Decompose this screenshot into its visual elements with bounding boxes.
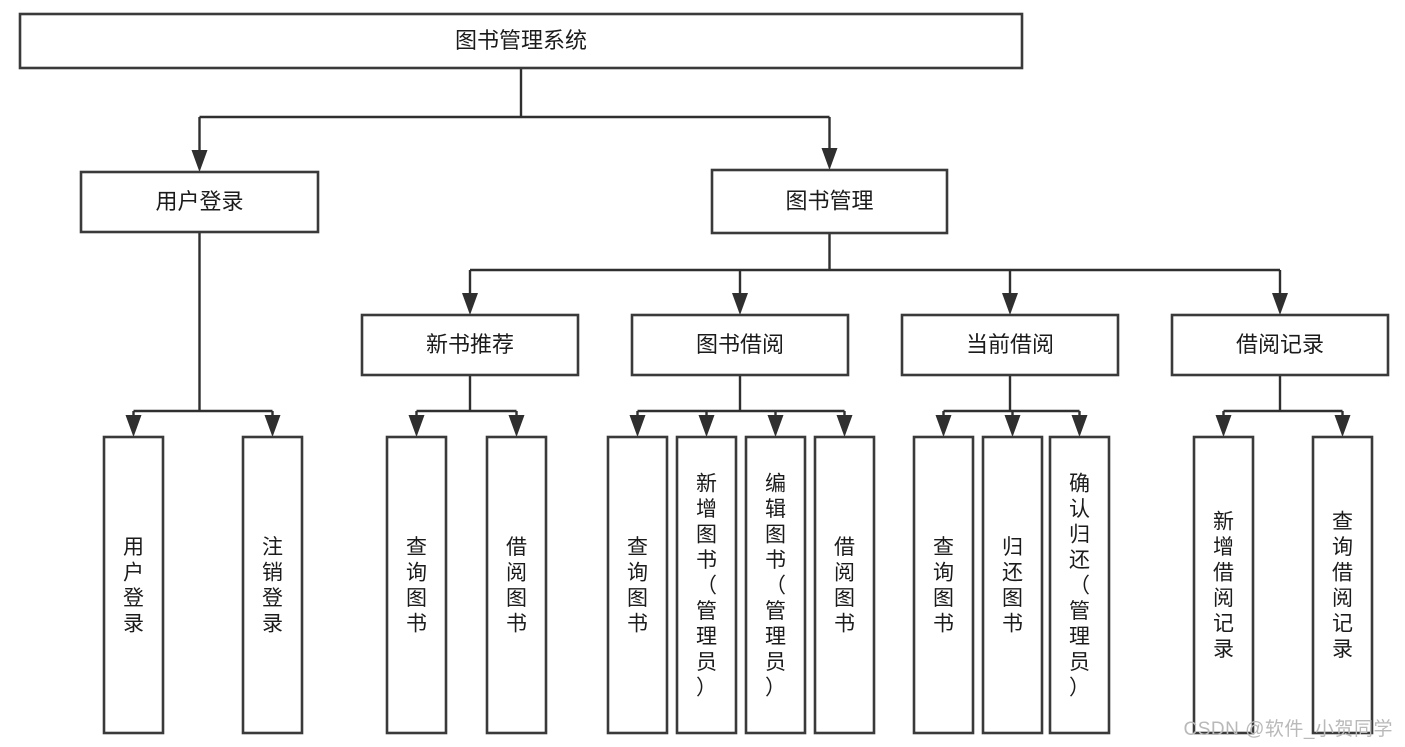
arrow-head-icon	[1272, 293, 1288, 315]
arrow-head-icon	[191, 150, 208, 172]
node-leaf-add-book-box[interactable]	[675, 435, 738, 735]
node-leaf-confirm-return-label: 确认归还（管理员）	[1069, 472, 1090, 699]
node-root-label: 图书管理系统	[455, 28, 587, 53]
node-leaf-query-book-2-box[interactable]	[606, 435, 669, 735]
arrow-head-icon	[408, 415, 425, 437]
node-leaf-logout-login-label: 注销登录	[262, 536, 283, 636]
arrow-head-icon	[1334, 415, 1351, 437]
node-leaf-add-record-label: 新增借阅记录	[1213, 511, 1234, 662]
node-new-book-recommend-label: 新书推荐	[426, 332, 514, 357]
node-borrow-record-label: 借阅记录	[1236, 332, 1324, 357]
node-leaf-return-book-box[interactable]	[981, 435, 1044, 735]
node-leaf-query-record-label: 查询借阅记录	[1332, 511, 1353, 662]
node-leaf-query-book-3-box[interactable]	[912, 435, 975, 735]
node-book-manage-label: 图书管理	[785, 188, 873, 213]
arrow-head-icon	[1215, 415, 1232, 437]
arrow-head-icon	[767, 415, 784, 437]
node-layer: 图书管理系统用户登录图书管理新书推荐图书借阅当前借阅借阅记录用户登录注销登录查询…	[18, 12, 1390, 735]
node-borrow-record-box[interactable]	[1170, 313, 1390, 377]
arrow-head-icon	[508, 415, 525, 437]
node-book-borrow-box[interactable]	[630, 313, 850, 377]
node-leaf-return-book-label: 归还图书	[1002, 536, 1023, 636]
connector-layer	[125, 68, 1351, 437]
node-root-box[interactable]	[18, 12, 1024, 70]
node-current-borrow-label: 当前借阅	[966, 332, 1054, 357]
node-current-borrow-box[interactable]	[900, 313, 1120, 377]
arrow-head-icon	[462, 293, 478, 315]
node-leaf-borrow-book-2-label: 借阅图书	[834, 536, 855, 636]
node-leaf-logout-login-box[interactable]	[241, 435, 304, 735]
node-new-book-recommend-box[interactable]	[360, 313, 580, 377]
node-leaf-query-book-2-label: 查询图书	[627, 536, 648, 636]
node-leaf-user-login-box[interactable]	[102, 435, 165, 735]
node-leaf-add-record-box[interactable]	[1192, 435, 1255, 735]
node-leaf-borrow-book-1-label: 借阅图书	[506, 536, 527, 636]
arrow-head-icon	[1002, 293, 1018, 315]
arrow-head-icon	[125, 415, 142, 437]
node-leaf-query-book-3-label: 查询图书	[933, 536, 954, 636]
arrow-head-icon	[821, 148, 838, 170]
node-user-login-box[interactable]	[79, 170, 320, 234]
node-book-borrow-label: 图书借阅	[696, 332, 784, 357]
node-leaf-edit-book-label: 编辑图书（管理员）	[765, 472, 786, 699]
arrow-head-icon	[732, 293, 748, 315]
node-book-manage-box[interactable]	[710, 168, 949, 235]
arrow-head-icon	[935, 415, 952, 437]
node-leaf-user-login-label: 用户登录	[123, 536, 144, 636]
arrow-head-icon	[836, 415, 853, 437]
arrow-head-icon	[264, 415, 281, 437]
node-user-login-label: 用户登录	[155, 189, 243, 214]
node-leaf-query-book-1-box[interactable]	[385, 435, 448, 735]
arrow-head-icon	[629, 415, 646, 437]
node-leaf-confirm-return-box[interactable]	[1048, 435, 1111, 735]
arrow-head-icon	[698, 415, 715, 437]
node-leaf-borrow-book-2-box[interactable]	[813, 435, 876, 735]
node-leaf-add-book-label: 新增图书（管理员）	[696, 472, 717, 699]
arrow-head-icon	[1004, 415, 1021, 437]
node-leaf-edit-book-box[interactable]	[744, 435, 807, 735]
node-leaf-query-book-1-label: 查询图书	[406, 536, 427, 636]
node-leaf-borrow-book-1-box[interactable]	[485, 435, 548, 735]
arrow-head-icon	[1071, 415, 1088, 437]
node-leaf-query-record-box[interactable]	[1311, 435, 1374, 735]
